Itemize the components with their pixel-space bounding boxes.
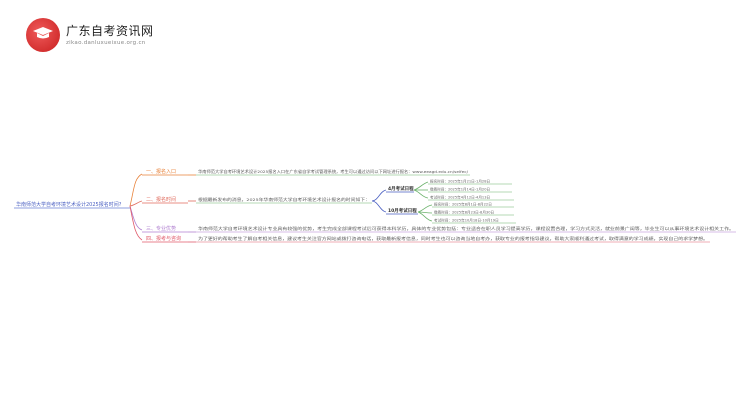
- october-item-2: 缴费时间：2025年8月23日-8月30日: [434, 210, 494, 215]
- group-april: 4月考试日程: [388, 185, 414, 192]
- branch-content-consult: 为了更好的帮助考生了解自考相关信息，建议考生关注官方网站或拨打咨询电话，获取最新…: [198, 236, 708, 241]
- branch-label-time: 二、报名时间: [146, 196, 176, 203]
- april-item-3: 考试时间：2025年4月12日-4月13日: [430, 195, 490, 200]
- group-october: 10月考试日程: [388, 207, 417, 214]
- branch-label-advantage: 三、专业优势: [146, 225, 176, 232]
- branch-content-time: 根据最新发布的消息，2025年华南师范大学自考环境艺术设计报名的时间如下：: [198, 197, 370, 202]
- connector-b2: [129, 200, 143, 207]
- october-item-1: 报名时间：2025年8月1日-8月22日: [434, 202, 492, 207]
- branch-content-advantage: 华南师范大学自考环境艺术设计专业具有较强的优势，考生完成全部课程考试后可获得本科…: [198, 226, 734, 231]
- branch-label-consult: 四、报考与咨询: [146, 235, 181, 242]
- root-node: 华南师范大学自考环境艺术设计2025报名时间?: [16, 201, 122, 208]
- connector-b4: [129, 205, 143, 241]
- branch-label-entry: 一、报名入口: [146, 168, 176, 175]
- connector-b3: [129, 205, 143, 231]
- connector-b1: [129, 173, 143, 207]
- site-name: 广东自考资讯网: [66, 24, 154, 38]
- october-item-3: 考试时间：2025年10月18日-10月19日: [434, 218, 499, 223]
- april-item-2: 缴费时间：2025年1月14日-1月20日: [430, 187, 490, 192]
- graduation-cap-icon: [33, 27, 53, 39]
- april-item-1: 报名时间：2025年1月21日-1月28日: [430, 179, 490, 184]
- site-url: zikao.danluxueixue.org.cn: [66, 40, 146, 46]
- branch-content-entry: 华南师范大学自考环境艺术设计2025报名入口在广东省自学考试管理系统，考生可以通…: [198, 169, 469, 174]
